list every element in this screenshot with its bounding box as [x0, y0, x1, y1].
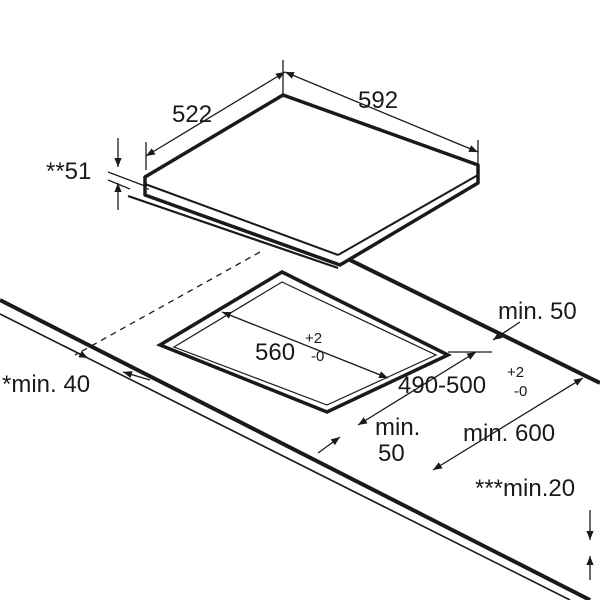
worktop-front-edge-top: [0, 298, 591, 602]
side-clearance-label: *min. 40: [2, 371, 90, 398]
height-label: **51: [46, 158, 91, 185]
width-dimension-arrow: [284, 71, 479, 153]
back-clearance-label: min. 50: [498, 298, 577, 325]
side-clearance-arrow-out: [122, 371, 151, 381]
alignment-guides: [74, 188, 261, 356]
back-clearance-arrow: [492, 321, 521, 341]
worktop-depth-arrow: [432, 377, 584, 471]
hob-front-top-edge: [144, 183, 339, 256]
worktop: [0, 210, 600, 602]
width-label: 592: [358, 87, 398, 114]
cutout-depth-arrow: [357, 351, 477, 426]
worktop-depth-label: min. 600: [463, 420, 555, 447]
hob-underside-edge: [127, 194, 339, 270]
depth-label: 522: [172, 101, 212, 128]
front-clearance-label-line2: 50: [378, 440, 405, 467]
side-clearance-arrow-in: [61, 344, 89, 359]
cutout-width-label: 560 +2 -0: [255, 330, 327, 366]
hob-right-top-edge: [337, 174, 479, 256]
front-clearance-arrow: [317, 436, 341, 454]
dimension-labels: 522 592 **51 560 +2 -0 490-500 +2 -0 min…: [2, 87, 577, 502]
front-clearance-label-line1: min.: [375, 414, 420, 441]
depth-dimension-arrow: [145, 71, 286, 157]
worktop-front-edge-bottom: [0, 313, 571, 601]
dimension-lines: [61, 60, 594, 580]
thickness-label: ***min.20: [475, 475, 575, 502]
cutout-depth-label: 490-500 +2 -0: [398, 364, 529, 400]
